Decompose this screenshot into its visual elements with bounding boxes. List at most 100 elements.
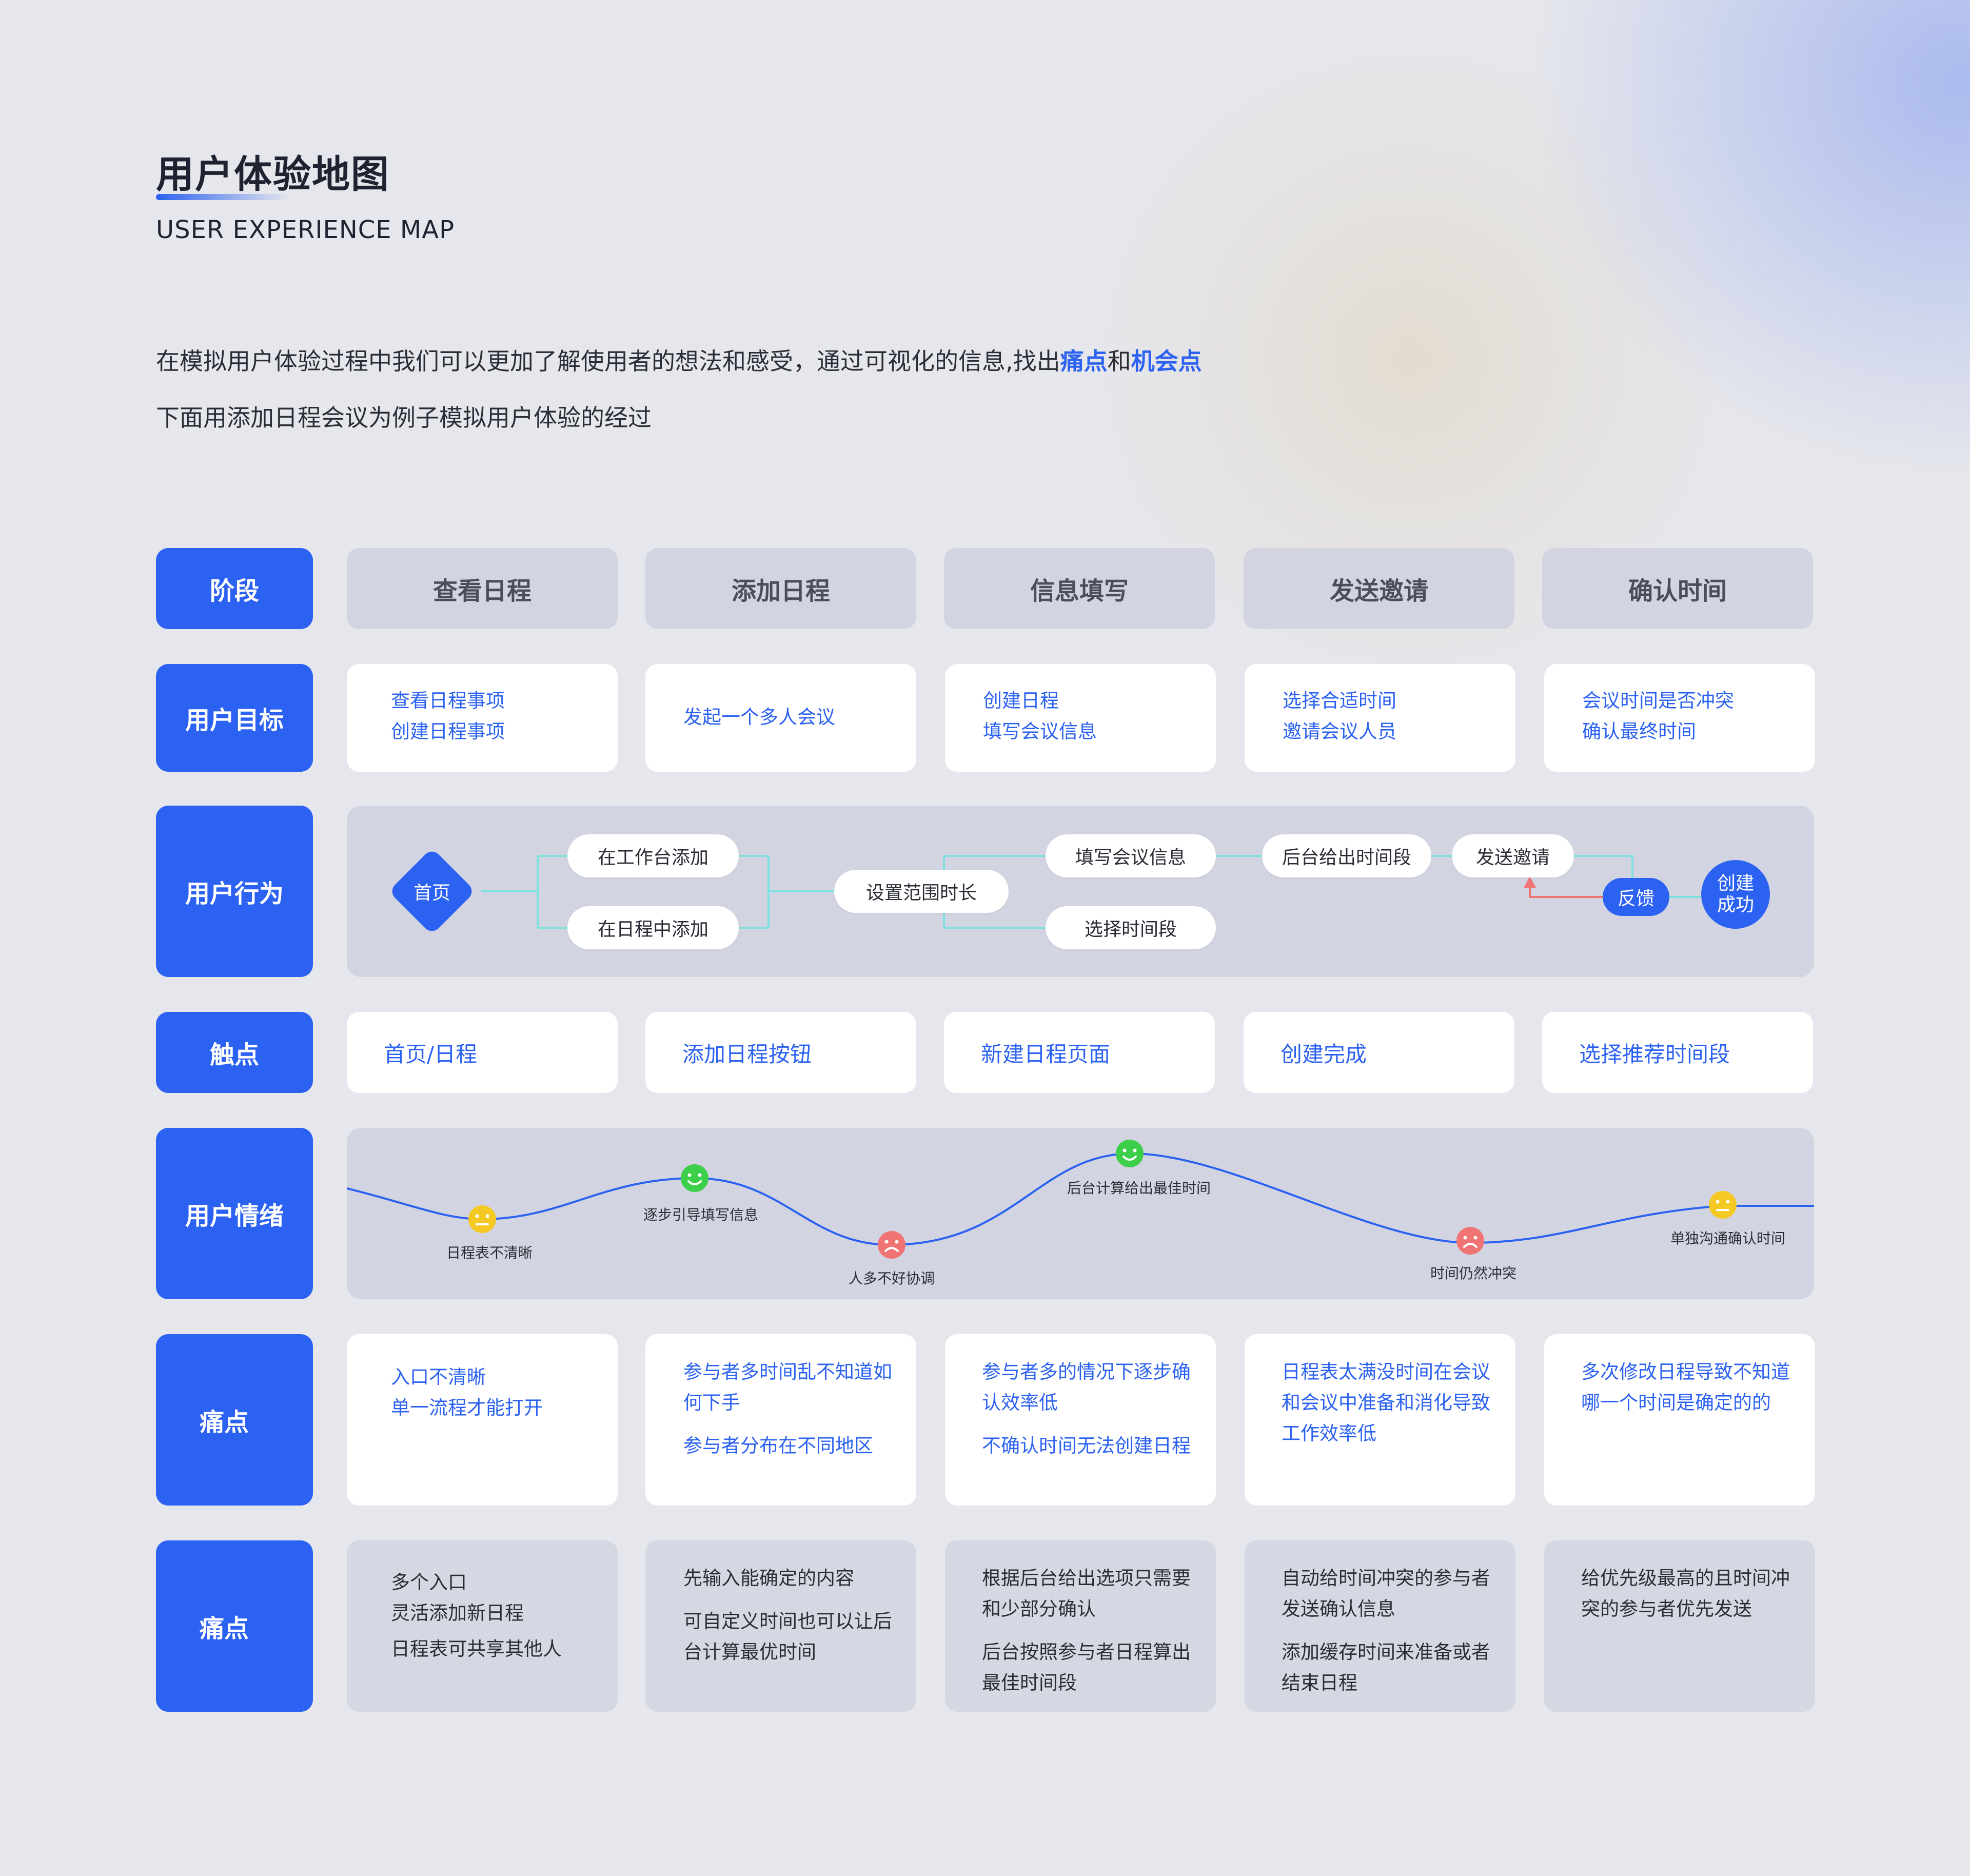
intro-text: 在模拟用户体验过程中我们可以更加了解使用者的想法和感受，通过可视化的信息,找出	[156, 347, 1060, 375]
opportunity-line: 先输入能确定的内容	[683, 1567, 854, 1589]
pain-text: 多次修改日程导致不知道 哪一个时间是确定的的	[1581, 1357, 1790, 1418]
node-send-invite: 发送邀请	[1452, 834, 1574, 877]
goal-line: 确认最终时间	[1582, 720, 1696, 742]
stage-confirm-time: 确认时间	[1542, 548, 1813, 629]
touchpoint-card-5: 选择推荐时间段	[1542, 1012, 1813, 1093]
pain-line: 哪一个时间是确定的的	[1581, 1392, 1771, 1414]
row-label-pain: 痛点	[156, 1334, 313, 1506]
touchpoint-card-4: 创建完成	[1244, 1012, 1514, 1093]
opportunity-text: 根据后台给出选项只需要 和少部分确认 后台按照参与者日程算出 最佳时间段	[982, 1563, 1191, 1698]
pain-line: 参与者分布在不同地区	[683, 1435, 873, 1457]
row-label-emotion: 用户情绪	[156, 1128, 313, 1299]
opportunity-line: 添加缓存时间来准备或者	[1282, 1641, 1490, 1663]
goal-card-4: 选择合适时间 邀请会议人员	[1245, 664, 1515, 772]
opportunity-line: 后台按照参与者日程算出	[982, 1641, 1191, 1663]
touchpoint-card-1: 首页/日程	[347, 1012, 618, 1093]
pain-text: 参与者多时间乱不知道如 何下手 参与者分布在不同地区	[683, 1357, 892, 1461]
opportunity-line: 日程表可共享其他人	[391, 1638, 562, 1660]
flow-connectors	[481, 855, 1701, 929]
page-title: 用户体验地图	[156, 152, 390, 197]
row-label-goal: 用户目标	[156, 664, 313, 772]
opportunity-card-2: 先输入能确定的内容 可自定义时间也可以让后 台计算最优时间	[645, 1540, 916, 1712]
emotion-label: 单独沟通确认时间	[1670, 1230, 1786, 1247]
touchpoint-label: 首页/日程	[384, 1041, 478, 1067]
opportunity-text: 给优先级最高的且时间冲 突的参与者优先发送	[1581, 1563, 1790, 1625]
goal-text: 选择合适时间 邀请会议人员	[1283, 686, 1396, 747]
node-feedback: 反馈	[1603, 878, 1669, 916]
home-node-label: 首页	[413, 882, 451, 904]
pain-line: 工作效率低	[1282, 1422, 1376, 1444]
node-choose-slot: 选择时间段	[1046, 906, 1216, 949]
touchpoint-card-2: 添加日程按钮	[645, 1012, 916, 1093]
pain-card-5: 多次修改日程导致不知道 哪一个时间是确定的的	[1544, 1334, 1815, 1506]
pain-line: 入口不清晰	[391, 1366, 486, 1388]
stage-fill-info: 信息填写	[944, 548, 1215, 629]
touchpoint-label: 创建完成	[1280, 1041, 1367, 1067]
opportunity-line: 最佳时间段	[982, 1672, 1077, 1694]
goal-card-2: 发起一个多人会议	[645, 664, 916, 772]
pain-line: 单一流程才能打开	[391, 1397, 543, 1419]
node-set-range: 设置范围时长	[834, 870, 1009, 913]
touchpoint-label: 新建日程页面	[981, 1041, 1111, 1067]
node-add-calendar: 在日程中添加	[567, 906, 739, 949]
goal-text: 查看日程事项 创建日程事项	[391, 686, 505, 747]
pain-card-1: 入口不清晰 单一流程才能打开	[347, 1334, 618, 1506]
pain-text: 日程表太满没时间在会议 和会议中准备和消化导致 工作效率低	[1282, 1357, 1490, 1449]
opportunity-line: 可自定义时间也可以让后	[683, 1610, 892, 1632]
goal-line: 选择合适时间	[1283, 690, 1396, 712]
goal-card-1: 查看日程事项 创建日程事项	[347, 664, 618, 772]
goal-line: 填写会议信息	[983, 720, 1097, 742]
highlight-opportunity: 机会点	[1131, 347, 1202, 375]
opportunity-text: 多个入口 灵活添加新日程 日程表可共享其他人	[391, 1567, 562, 1665]
emotion-curve	[347, 1152, 1814, 1246]
emotion-label: 逐步引导填写信息	[643, 1206, 759, 1223]
stage-add-event: 添加日程	[645, 548, 916, 629]
opportunity-line: 根据后台给出选项只需要	[982, 1567, 1191, 1589]
face-neutral-icon	[1709, 1191, 1737, 1219]
opportunity-line: 自动给时间冲突的参与者	[1282, 1567, 1490, 1589]
row-label-touchpoint: 触点	[156, 1012, 313, 1093]
opportunity-line: 灵活添加新日程	[391, 1602, 524, 1624]
stage-view-calendar: 查看日程	[347, 548, 618, 629]
goal-card-3: 创建日程 填写会议信息	[945, 664, 1216, 772]
touchpoint-label: 添加日程按钮	[682, 1041, 812, 1067]
feedback-arrow-head	[1524, 876, 1536, 888]
face-neutral-icon	[468, 1205, 496, 1233]
goal-line: 邀请会议人员	[1283, 720, 1396, 742]
pain-line: 和会议中准备和消化导致	[1282, 1392, 1490, 1414]
opportunity-card-4: 自动给时间冲突的参与者 发送确认信息 添加缓存时间来准备或者 结束日程	[1245, 1540, 1515, 1712]
pain-line: 参与者多时间乱不知道如	[683, 1361, 892, 1383]
opportunity-line: 发送确认信息	[1282, 1598, 1395, 1620]
pain-line: 认效率低	[982, 1392, 1058, 1414]
goal-text: 会议时间是否冲突 确认最终时间	[1582, 686, 1734, 747]
opportunity-card-3: 根据后台给出选项只需要 和少部分确认 后台按照参与者日程算出 最佳时间段	[945, 1540, 1216, 1712]
emotion-label: 时间仍然冲突	[1430, 1265, 1517, 1282]
intro-line-1: 在模拟用户体验过程中我们可以更加了解使用者的想法和感受，通过可视化的信息,找出痛…	[156, 343, 1202, 377]
face-happy-icon	[681, 1164, 708, 1192]
emotion-label: 日程表不清晰	[446, 1244, 533, 1261]
pain-text: 参与者多的情况下逐步确 认效率低 不确认时间无法创建日程	[982, 1357, 1191, 1461]
pain-text: 入口不清晰 单一流程才能打开	[391, 1362, 543, 1423]
title-underline	[156, 194, 289, 200]
pain-card-4: 日程表太满没时间在会议 和会议中准备和消化导致 工作效率低	[1245, 1334, 1515, 1506]
emotion-curve-panel: 日程表不清晰 逐步引导填写信息 人多不好协调 后台计算给出最佳时间 时间仍然冲突…	[347, 1128, 1814, 1299]
row-label-stage: 阶段	[156, 548, 313, 629]
pain-line: 多次修改日程导致不知道	[1581, 1361, 1790, 1383]
goal-text: 发起一个多人会议	[683, 702, 835, 733]
emotion-label: 人多不好协调	[848, 1270, 935, 1287]
pain-card-3: 参与者多的情况下逐步确 认效率低 不确认时间无法创建日程	[945, 1334, 1216, 1506]
node-success: 创建 成功	[1701, 860, 1770, 929]
pain-line: 参与者多的情况下逐步确	[982, 1361, 1191, 1383]
row-label-behavior: 用户行为	[156, 806, 313, 977]
goal-text: 创建日程 填写会议信息	[983, 686, 1097, 747]
row-label-opportunity: 痛点	[156, 1540, 313, 1712]
node-fill-info: 填写会议信息	[1046, 834, 1216, 877]
pain-line: 日程表太满没时间在会议	[1282, 1361, 1490, 1383]
node-add-workbench: 在工作台添加	[567, 834, 739, 877]
feedback-arrow-line	[1529, 888, 1603, 898]
opportunity-line: 突的参与者优先发送	[1581, 1598, 1752, 1620]
opportunity-line: 和少部分确认	[982, 1598, 1096, 1620]
node-backend-slots: 后台给出时间段	[1262, 834, 1431, 877]
goal-card-5: 会议时间是否冲突 确认最终时间	[1544, 664, 1815, 772]
face-happy-icon	[1116, 1140, 1144, 1167]
